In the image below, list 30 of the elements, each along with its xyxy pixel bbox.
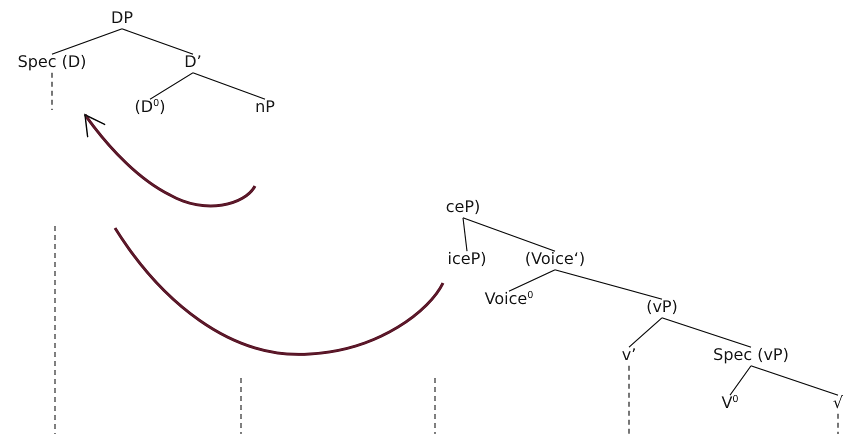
node-label: DP [111, 9, 133, 27]
dashed-line [51, 72, 53, 110]
dashed-line [837, 414, 839, 434]
node-label: (D$^{0}$) [134, 98, 166, 116]
node-label: iceP) [448, 250, 486, 268]
node-label: nP [255, 98, 275, 116]
dashed-line [628, 366, 630, 434]
node-label: D’ [184, 53, 202, 71]
branch-line [750, 365, 838, 396]
branch-line [628, 317, 662, 348]
branch-line [662, 317, 752, 348]
branch-line [122, 28, 194, 55]
node-label: Spec (vP) [713, 346, 789, 364]
node-label: ceP) [446, 198, 480, 216]
node-label: v’ [622, 346, 636, 364]
node-label: Spec (D) [18, 53, 86, 71]
curved-arrow [84, 114, 256, 208]
node-label: √ [832, 394, 844, 412]
branch-line [192, 72, 266, 100]
branch-line [730, 365, 752, 396]
branch-line [150, 72, 194, 100]
node-label: (Voice‘) [524, 250, 586, 268]
branch-line [462, 218, 468, 252]
node-label: (vP) [646, 298, 678, 316]
branch-line [52, 28, 122, 55]
branch-line [554, 269, 662, 300]
node-label: Voice$^{0}$ [484, 290, 534, 308]
node-label: V$^{0}$ [721, 394, 739, 412]
branch-line [508, 269, 556, 292]
branch-line [462, 217, 556, 252]
